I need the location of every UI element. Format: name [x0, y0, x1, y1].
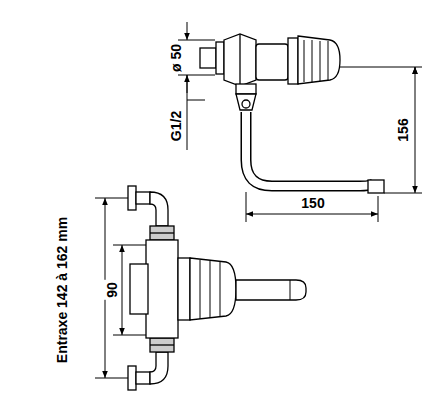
dimension-label: 156 [395, 116, 411, 143]
center-distance-label: Entraxe 142 à 162 mm [54, 215, 70, 365]
dimension-label: 150 [299, 195, 326, 211]
dimension-label: ø 50 [168, 42, 184, 74]
dimension-label: G1/2 [168, 109, 184, 143]
dimension-label: 90 [104, 280, 120, 300]
